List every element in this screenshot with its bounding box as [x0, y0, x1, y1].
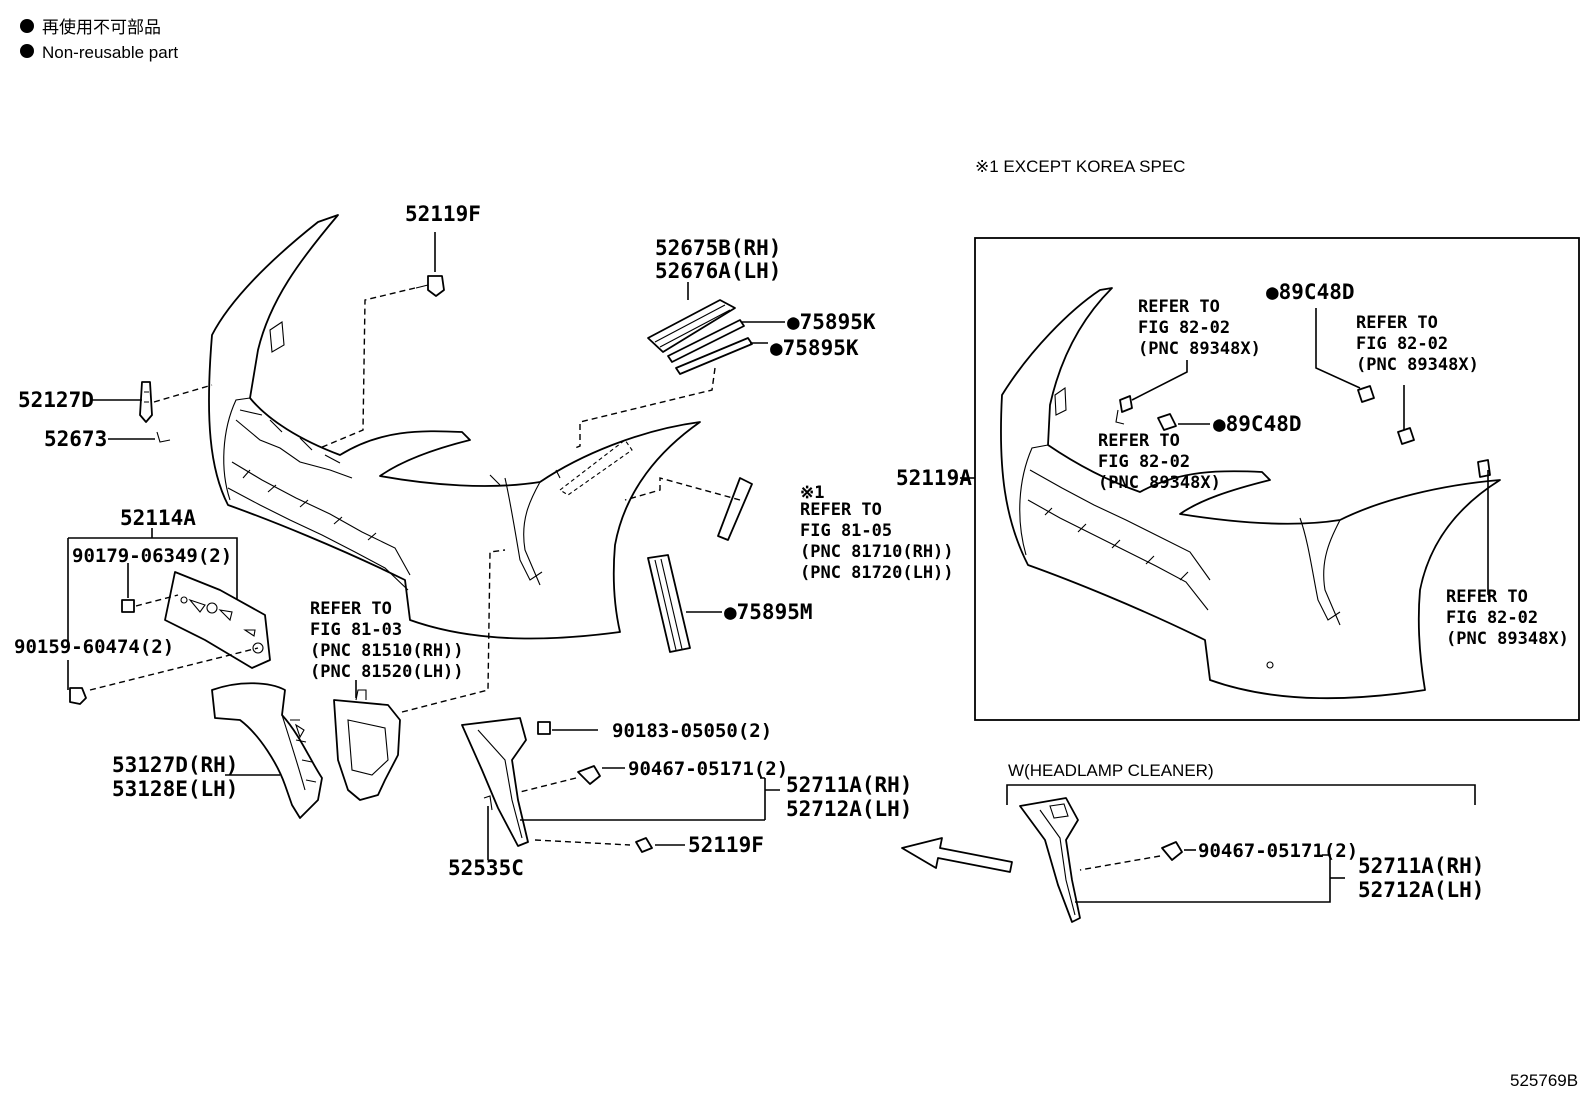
headlamp-cleaner-label: W(HEADLAMP CLEANER) — [1008, 761, 1214, 780]
ref-81-03-l1: REFER TO — [310, 599, 392, 619]
ref-81-05-l1: REFER TO — [800, 500, 882, 520]
ref-82-02-c-l1: REFER TO — [1098, 431, 1180, 451]
label-90183: 90183-05050(2) — [612, 720, 772, 742]
bracket-52711A-left: 90183-05050(2) 90467-05171(2) 52711A(RH)… — [448, 717, 912, 880]
ref-81-05-l2: FIG 81-05 — [800, 521, 892, 541]
label-53127D: 53127D(RH) — [112, 753, 238, 777]
label-75895K-1: ●75895K — [787, 310, 876, 334]
ref-82-02-a-l3: (PNC 89348X) — [1138, 339, 1261, 359]
label-90467-b: 90467-05171(2) — [1198, 840, 1358, 862]
label-52711A-b: 52711A(RH) — [1358, 854, 1484, 878]
non-reusable-dot-icon — [20, 44, 34, 58]
legend-japanese: 再使用不可部品 — [42, 17, 161, 37]
ref-82-02-c-l3: (PNC 89348X) — [1098, 473, 1221, 493]
label-53128E: 53128E(LH) — [112, 777, 238, 801]
bracket-52675B: 52675B(RH) 52676A(LH) ●75895K ●75895K — [574, 236, 876, 449]
label-52127D: 52127D — [18, 388, 94, 412]
label-52675B: 52675B(RH) — [655, 236, 781, 260]
ref-82-02-d-l1: REFER TO — [1446, 587, 1528, 607]
ref-82-02-b-l1: REFER TO — [1356, 313, 1438, 333]
label-52676A: 52676A(LH) — [655, 259, 781, 283]
legend: 再使用不可部品 Non-reusable part — [20, 17, 178, 62]
label-52114A: 52114A — [120, 506, 196, 530]
label-52119F-bottom: 52119F — [688, 833, 764, 857]
ref-81-03-l2: FIG 81-03 — [310, 620, 402, 640]
marker-1-label: ※1 — [800, 483, 824, 503]
ref-82-02-c-l2: FIG 82-02 — [1098, 452, 1190, 472]
molding-75895M: ●75895M — [647, 554, 813, 653]
clip-52119F-top: 52119F — [319, 202, 481, 449]
label-90467-a: 90467-05171(2) — [628, 758, 788, 780]
except-korea-box: 52119A ●89C48D ●89C48D REFER TO FIG 82-0… — [896, 237, 1580, 721]
direction-arrow-icon — [901, 837, 1013, 873]
label-89C48D-1: ●89C48D — [1266, 280, 1355, 304]
fog-lamp-ref: REFER TO FIG 81-03 (PNC 81510(RH)) (PNC … — [310, 549, 506, 801]
label-89C48D-2: ●89C48D — [1213, 412, 1302, 436]
label-75895K-2: ●75895K — [770, 336, 859, 360]
label-52119A: 52119A — [896, 466, 972, 490]
label-90179: 90179-06349(2) — [72, 545, 232, 567]
ref-81-05-l4: (PNC 81720(LH)) — [800, 563, 954, 583]
side-marker-ref: ※1 REFER TO FIG 81-05 (PNC 81710(RH)) (P… — [624, 477, 954, 583]
label-52673: 52673 — [44, 427, 107, 451]
label-52535C: 52535C — [448, 856, 524, 880]
label-75895M: ●75895M — [724, 600, 813, 624]
ref-82-02-d-l2: FIG 82-02 — [1446, 608, 1538, 628]
front-bumper-cover — [208, 214, 701, 640]
headlamp-cleaner-group: W(HEADLAMP CLEANER) 90467-05171(2) 52711… — [1006, 761, 1484, 923]
ref-82-02-a-l2: FIG 82-02 — [1138, 318, 1230, 338]
label-90159: 90159-60474(2) — [14, 636, 174, 658]
legend-english: Non-reusable part — [42, 43, 178, 62]
except-korea-note: ※1 EXCEPT KOREA SPEC — [975, 157, 1185, 176]
ref-81-05-l3: (PNC 81710(RH)) — [800, 542, 954, 562]
ref-81-03-l4: (PNC 81520(LH)) — [310, 662, 464, 682]
non-reusable-dot-icon — [20, 19, 34, 33]
label-52712A-b: 52712A(LH) — [1358, 878, 1484, 902]
duct-53127D: 53127D(RH) 53128E(LH) — [112, 682, 323, 819]
ref-82-02-b-l2: FIG 82-02 — [1356, 334, 1448, 354]
ref-82-02-a-l1: REFER TO — [1138, 297, 1220, 317]
ref-81-03-l3: (PNC 81510(RH)) — [310, 641, 464, 661]
label-52712A-a: 52712A(LH) — [786, 797, 912, 821]
clip-52127D: 52127D 52673 — [18, 381, 213, 451]
label-52119F-top: 52119F — [405, 202, 481, 226]
label-52711A-a: 52711A(RH) — [786, 773, 912, 797]
ref-82-02-b-l3: (PNC 89348X) — [1356, 355, 1479, 375]
ref-82-02-d-l3: (PNC 89348X) — [1446, 629, 1569, 649]
license-bracket-52114A: 52114A 90179-06349(2) 90159-60474(2) — [14, 506, 271, 705]
figure-id: 525769B — [1510, 1071, 1578, 1090]
